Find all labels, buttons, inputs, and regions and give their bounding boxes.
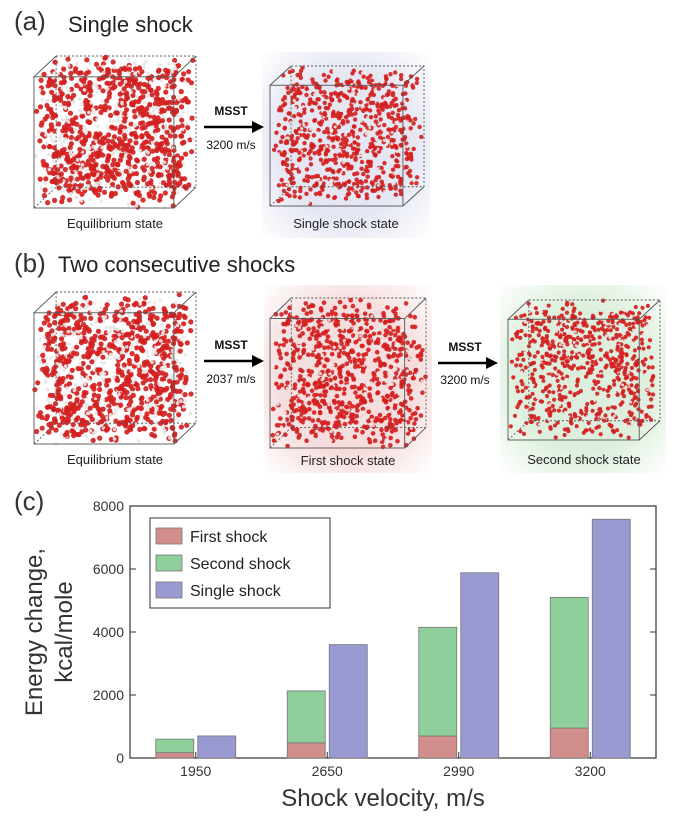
bar-first-shock <box>418 735 458 759</box>
equilibrium-caption-b: Equilibrium state <box>66 452 164 467</box>
legend-swatch <box>155 554 183 572</box>
bar-single-shock <box>328 644 368 759</box>
single-shock-edges <box>269 65 425 207</box>
first-shock-caption: First shock state <box>300 453 396 468</box>
bar-first-shock <box>155 752 195 759</box>
bar-single-shock <box>460 572 500 759</box>
equilibrium-caption-a: Equilibrium state <box>66 216 164 231</box>
panel-b-label: (b) <box>14 248 46 278</box>
x-tick-label: 2990 <box>443 763 474 779</box>
legend-entry: Second shock <box>190 556 292 573</box>
first-shock-edges <box>269 297 427 449</box>
bar-first-shock <box>286 742 326 759</box>
single-shock-atoms <box>270 65 424 206</box>
arrow-b2-icon <box>438 357 498 369</box>
first-shock-atoms <box>270 297 428 450</box>
panel-a-title: Single shock <box>68 12 193 37</box>
panel-c-label: (c) <box>14 486 45 516</box>
equilibrium-b-edges <box>33 291 197 445</box>
bar-first-shock <box>549 727 589 759</box>
legend-swatch <box>155 581 183 599</box>
arrow-b1-velocity: 2037 m/s <box>206 372 256 386</box>
legend-swatch <box>155 527 183 545</box>
y-tick-label: 8000 <box>93 498 124 514</box>
bar-second-shock <box>286 690 326 744</box>
legend-entry: Single shock <box>190 583 282 600</box>
x-tick-label: 1950 <box>180 763 211 779</box>
bar-single-shock <box>591 518 631 759</box>
equilibrium-box-a <box>33 54 197 210</box>
y-tick-label: 2000 <box>93 687 124 703</box>
bar-single-shock <box>197 735 237 759</box>
second-shock-edges <box>507 299 661 441</box>
legend-entry: First shock <box>190 529 268 546</box>
first-shock-box <box>269 297 428 450</box>
y-tick-label: 4000 <box>93 624 124 640</box>
arrow-b2-velocity: 3200 m/s <box>440 373 490 387</box>
bar-second-shock <box>155 738 195 754</box>
second-shock-box <box>507 298 661 441</box>
panel-a-label: (a) <box>14 6 46 36</box>
equilibrium-a-edges <box>33 55 197 209</box>
single-shock-caption: Single shock state <box>293 216 399 231</box>
equilibrium-box-b <box>32 291 197 446</box>
equilibrium-b-atoms <box>32 292 194 446</box>
single-shock-box <box>269 65 425 207</box>
bar-second-shock <box>549 596 589 729</box>
x-axis-label: Shock velocity, m/s <box>281 785 485 812</box>
arrow-a-velocity: 3200 m/s <box>206 138 256 152</box>
x-tick-label: 3200 <box>575 763 606 779</box>
y-tick-label: 6000 <box>93 561 124 577</box>
arrow-b2-method: MSST <box>448 340 482 354</box>
y-axis-label-line1: Energy change, <box>21 548 48 716</box>
panel-b-title: Two consecutive shocks <box>58 252 296 277</box>
x-tick-label: 2650 <box>312 763 343 779</box>
arrow-a-method: MSST <box>214 104 248 118</box>
bar-second-shock <box>418 626 458 737</box>
second-shock-atoms <box>508 298 660 440</box>
equilibrium-a-atoms <box>34 54 196 210</box>
arrow-b1-icon <box>204 355 264 367</box>
second-shock-caption: Second shock state <box>527 452 641 467</box>
arrow-a-icon <box>204 121 264 133</box>
y-tick-label: 0 <box>116 750 124 766</box>
arrow-b1-method: MSST <box>214 338 248 352</box>
y-axis-label-line2: kcal/mole <box>51 581 78 682</box>
